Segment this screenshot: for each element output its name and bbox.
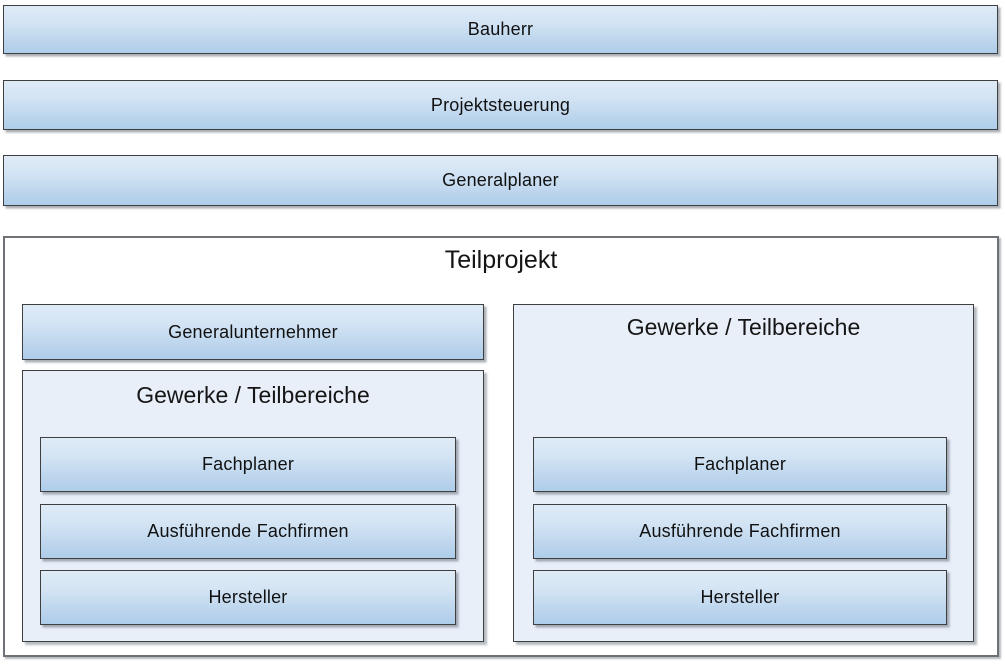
bar-hersteller-right: Hersteller xyxy=(533,570,947,625)
left-gewerke-panel-title: Gewerke / Teilbereiche xyxy=(136,382,370,408)
bar-fachplaner-left-label: Fachplaner xyxy=(201,454,295,474)
bar-generalplaner: Generalplaner xyxy=(3,155,998,206)
bar-hersteller-left: Hersteller xyxy=(40,570,456,625)
teilprojekt-title: Teilprojekt xyxy=(444,246,558,274)
bar-bauherr-label: Bauherr xyxy=(467,19,534,39)
bar-fachfirmen-right-label: Ausführende Fachfirmen xyxy=(639,521,841,541)
bar-projektsteuerung-label: Projektsteuerung xyxy=(430,94,571,115)
bar-fachplaner-right: Fachplaner xyxy=(533,437,947,492)
right-gewerke-panel: Gewerke / Teilbereiche Fachplaner Ausfüh… xyxy=(513,304,974,642)
right-gewerke-panel-title: Gewerke / Teilbereiche xyxy=(626,314,861,340)
bar-hersteller-right-label: Hersteller xyxy=(700,587,780,607)
bar-fachfirmen-right: Ausführende Fachfirmen xyxy=(533,504,947,559)
teilprojekt-container: Teilprojekt Generalunternehmer Gewerke /… xyxy=(3,236,999,657)
bar-generalunternehmer: Generalunternehmer xyxy=(22,304,484,360)
bar-projektsteuerung: Projektsteuerung xyxy=(3,80,998,130)
bar-fachfirmen-left-label: Ausführende Fachfirmen xyxy=(147,521,349,541)
bar-fachplaner-left: Fachplaner xyxy=(40,437,456,492)
bar-fachfirmen-left: Ausführende Fachfirmen xyxy=(40,504,456,559)
bar-generalunternehmer-label: Generalunternehmer xyxy=(168,321,338,342)
bar-hersteller-left-label: Hersteller xyxy=(208,587,288,607)
bar-generalplaner-label: Generalplaner xyxy=(442,170,559,190)
bar-fachplaner-right-label: Fachplaner xyxy=(693,454,787,474)
bar-bauherr: Bauherr xyxy=(3,5,998,54)
left-gewerke-panel: Gewerke / Teilbereiche Fachplaner Ausfüh… xyxy=(22,370,484,642)
